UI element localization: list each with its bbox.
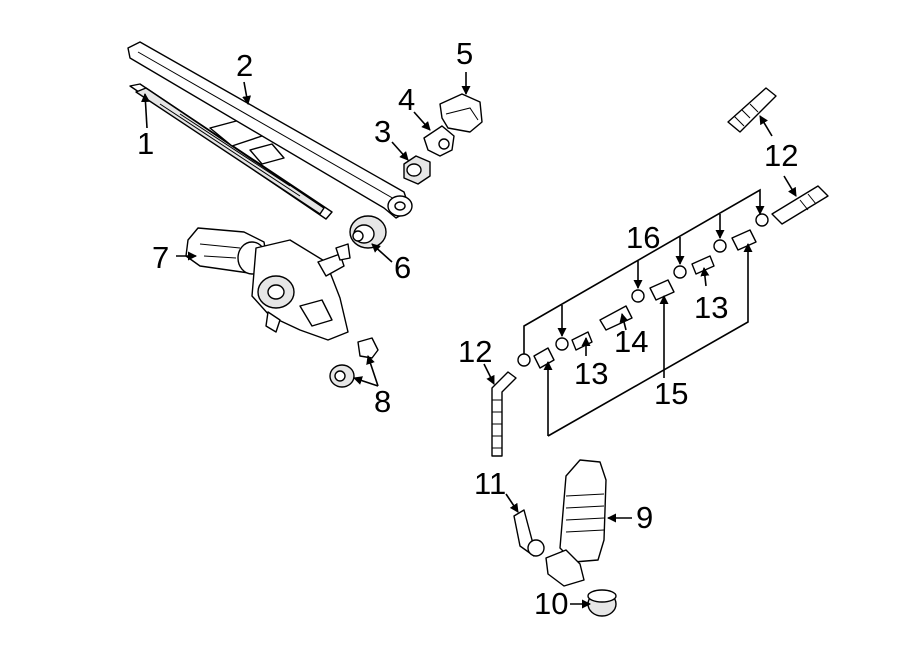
wiper-blade bbox=[129, 83, 333, 220]
arm-cap bbox=[439, 93, 483, 133]
callout-1: 1 bbox=[137, 126, 154, 161]
washer-tube bbox=[491, 371, 517, 457]
callout-16: 16 bbox=[626, 220, 660, 255]
callout-15: 15 bbox=[654, 376, 688, 411]
arm-clip bbox=[423, 125, 455, 157]
callout-8: 8 bbox=[374, 384, 391, 419]
pump-grommet bbox=[587, 589, 617, 617]
wiper-motor bbox=[185, 227, 351, 341]
hose-fittings bbox=[517, 213, 769, 369]
callout-13-left: 13 bbox=[574, 356, 608, 391]
callout-labels: 1 2 3 4 5 6 7 8 9 10 11 12 12 13 13 14 1… bbox=[137, 36, 798, 621]
hose-connector-upper bbox=[727, 87, 777, 133]
callout-5: 5 bbox=[456, 36, 473, 71]
callout-10: 10 bbox=[534, 586, 568, 621]
callout-2: 2 bbox=[236, 48, 253, 83]
callout-7: 7 bbox=[152, 240, 169, 275]
motor-bushings bbox=[329, 337, 379, 388]
callout-12-lower: 12 bbox=[458, 334, 492, 369]
callout-14: 14 bbox=[614, 324, 648, 359]
hose-piece-right bbox=[771, 185, 829, 225]
callout-13-right: 13 bbox=[694, 290, 728, 325]
callout-9: 9 bbox=[636, 500, 653, 535]
callout-12-upper: 12 bbox=[764, 138, 798, 173]
callout-3: 3 bbox=[374, 114, 391, 149]
elbow-connector bbox=[513, 509, 545, 557]
callout-11: 11 bbox=[474, 466, 506, 501]
leader-lines bbox=[140, 72, 797, 609]
callout-6: 6 bbox=[394, 250, 411, 285]
wiper-arm bbox=[127, 41, 413, 219]
grommet bbox=[349, 215, 387, 249]
washer-pump bbox=[545, 459, 607, 587]
arm-nut bbox=[403, 155, 431, 185]
callout-4: 4 bbox=[398, 82, 415, 117]
